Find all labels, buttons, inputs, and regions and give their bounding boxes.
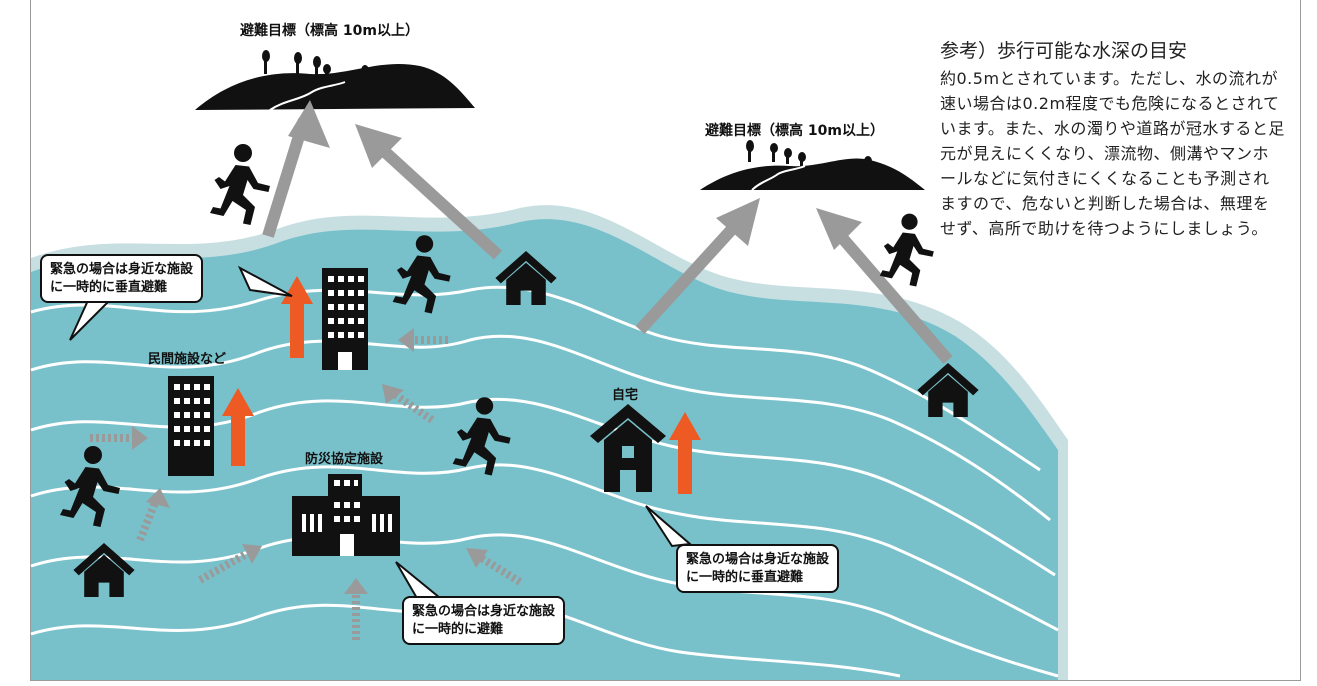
home-house-icon [590, 404, 666, 492]
home-label: 自宅 [612, 388, 639, 403]
building-icon [322, 268, 368, 370]
frame-right-border [1300, 0, 1301, 680]
frame-bottom-border [30, 680, 1301, 681]
bubble-tails [69, 265, 693, 602]
note-heading: 参考）歩行可能な水深の目安 [940, 40, 1188, 62]
bubble-left-line-1: 緊急の場合は身近な施設 [50, 262, 194, 277]
arrow-heads [288, 100, 862, 250]
bubble-left: 緊急の場合は身近な施設 に一時的に垂直避難 [40, 254, 204, 304]
bubble-right: 緊急の場合は身近な施設 に一時的に垂直避難 [676, 544, 840, 594]
goal-label-2: 避難目標（標高 10m以上） [705, 123, 884, 139]
bubble-center-line-1: 緊急の場合は身近な施設 [412, 604, 556, 619]
disaster-facility-label: 防災協定施設 [305, 452, 384, 467]
bubble-center: 緊急の場合は身近な施設 に一時的に避難 [402, 596, 566, 646]
building-icon [168, 376, 214, 476]
bubble-left-line-2: に一時的に垂直避難 [50, 279, 168, 295]
note-body: 約0.5mとされています。ただし、水の流れが速い場合は0.2m程度でも危険になる… [940, 69, 1285, 238]
building-icon [292, 474, 400, 556]
hill-icon [195, 50, 475, 111]
arrow-orange-icons [222, 276, 701, 494]
hill-icon [700, 140, 925, 191]
bubble-center-line-2: に一時的に避難 [412, 621, 504, 637]
frame-left-border [30, 0, 31, 680]
private-facility-label: 民間施設など [148, 352, 227, 367]
bubble-right-line-1: 緊急の場合は身近な施設 [686, 552, 830, 567]
dashed-arrows [90, 336, 523, 640]
reference-note: 参考）歩行可能な水深の目安 約0.5mとされています。ただし、水の流れが速い場合… [940, 36, 1285, 241]
goal-label-1: 避難目標（標高 10m以上） [240, 23, 419, 39]
bubble-right-line-2: に一時的に垂直避難 [686, 569, 804, 585]
dashed-arrow-heads [132, 328, 488, 594]
arrow-icon [262, 118, 953, 364]
